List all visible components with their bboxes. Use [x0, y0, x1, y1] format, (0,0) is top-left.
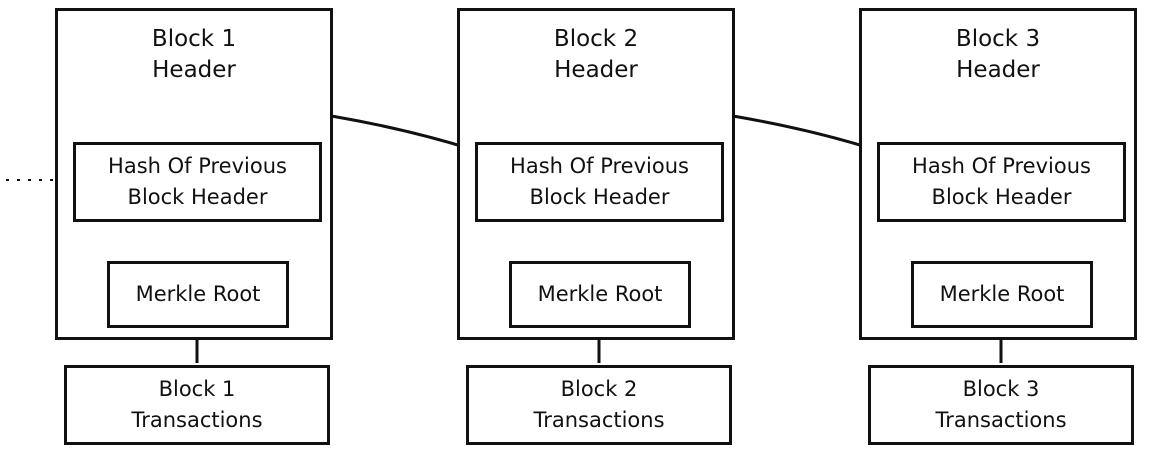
- block-1-hash-line-1: Hash Of Previous: [108, 154, 287, 178]
- block-3-header-line-2: Header: [956, 57, 1040, 83]
- block-3-previous-hash-box: Hash Of Previous Block Header: [877, 142, 1126, 222]
- block-1-header-box: Block 1 Header Hash Of Previous Block He…: [55, 8, 333, 340]
- block-1-header-line-1: Block 1: [151, 26, 237, 52]
- block-2-transactions-box: Block 2 Transactions: [466, 365, 732, 445]
- block-3-header-title: Block 3 Header: [862, 24, 1134, 86]
- block-2-header-title: Block 2 Header: [460, 24, 732, 86]
- block-1-hash-line-2: Block Header: [127, 185, 268, 209]
- block-3-header-box: Block 3 Header Hash Of Previous Block He…: [859, 8, 1137, 340]
- block-3-transactions-line-1: Block 3: [962, 377, 1040, 401]
- block-1-header-title: Block 1 Header: [58, 24, 330, 86]
- block-2-transactions-line-2: Transactions: [533, 408, 665, 432]
- block-1-transactions-line-1: Block 1: [158, 377, 236, 401]
- block-1-transactions-line-2: Transactions: [131, 408, 263, 432]
- block-2-hash-line-2: Block Header: [529, 185, 670, 209]
- block-2-merkle-root-label: Merkle Root: [537, 282, 663, 306]
- block-2-hash-line-1: Hash Of Previous: [510, 154, 689, 178]
- block-2-previous-hash-box: Hash Of Previous Block Header: [475, 142, 724, 222]
- block-3-transactions-box: Block 3 Transactions: [868, 365, 1134, 445]
- block-3-merkle-root-box: Merkle Root: [911, 261, 1093, 328]
- block-1-merkle-root-box: Merkle Root: [107, 261, 289, 328]
- block-2-header-line-2: Header: [554, 57, 638, 83]
- block-3-hash-line-2: Block Header: [931, 185, 1072, 209]
- block-1-transactions-box: Block 1 Transactions: [64, 365, 330, 445]
- block-2-header-box: Block 2 Header Hash Of Previous Block He…: [457, 8, 735, 340]
- block-2-merkle-root-box: Merkle Root: [509, 261, 691, 328]
- block-1-merkle-root-label: Merkle Root: [135, 282, 261, 306]
- block-3-transactions-line-2: Transactions: [935, 408, 1067, 432]
- block-3-hash-line-1: Hash Of Previous: [912, 154, 1091, 178]
- block-2-transactions-line-1: Block 2: [560, 377, 638, 401]
- block-3-merkle-root-label: Merkle Root: [939, 282, 1065, 306]
- block-3-header-line-1: Block 3: [955, 26, 1041, 52]
- block-1-header-line-2: Header: [152, 57, 236, 83]
- block-1-previous-hash-box: Hash Of Previous Block Header: [73, 142, 322, 222]
- block-2-header-line-1: Block 2: [553, 26, 639, 52]
